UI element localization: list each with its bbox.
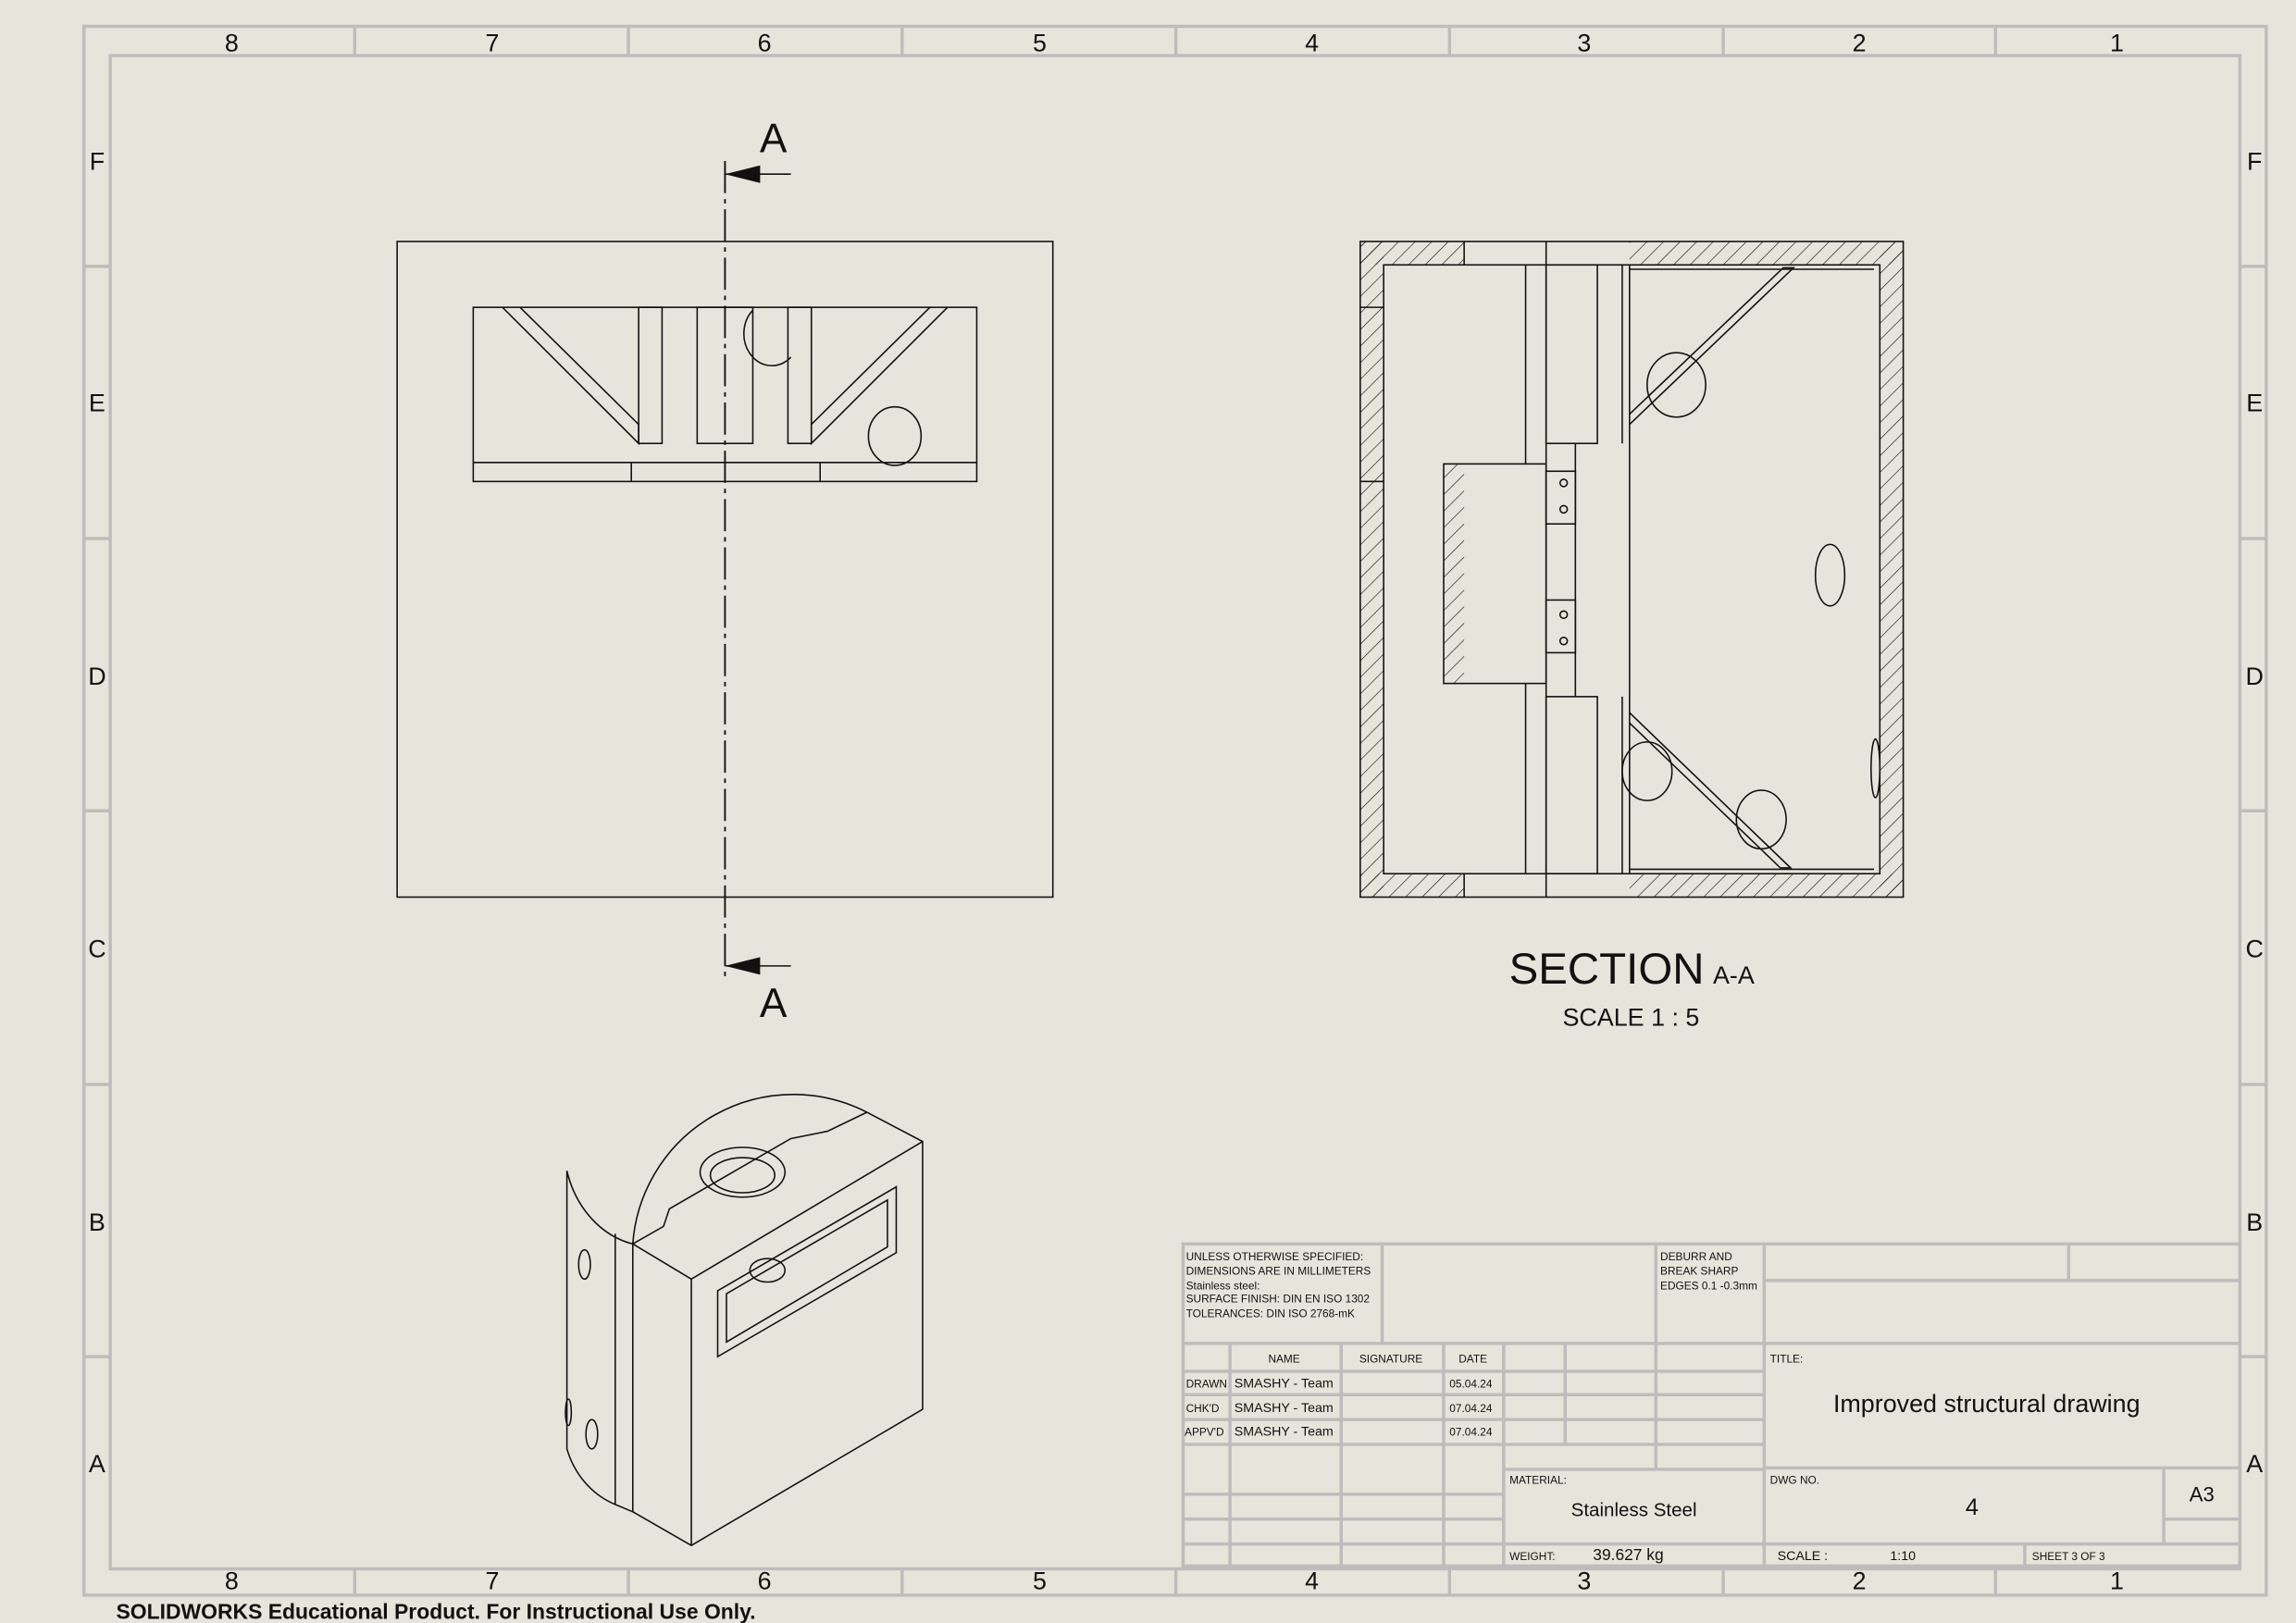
zone-row-right: A (2246, 1450, 2263, 1478)
scale-label: SCALE : (1778, 1549, 1829, 1564)
zone-col-bottom: 6 (758, 1567, 772, 1595)
zone-col-bottom: 1 (2110, 1567, 2124, 1595)
zone-row-right: E (2246, 389, 2263, 416)
approved-role: APPV'D (1185, 1426, 1223, 1439)
educational-watermark: SOLIDWORKS Educational Product. For Inst… (116, 1599, 755, 1623)
zone-row-right: D (2245, 663, 2263, 690)
zone-col-bottom: 7 (485, 1567, 499, 1595)
title-block: UNLESS OTHERWISE SPECIFIED: DIMENSIONS A… (1181, 1242, 2242, 1568)
zone-row-left: A (89, 1450, 105, 1478)
sheet-size: A3 (2190, 1483, 2215, 1506)
section-title: SECTION (1509, 945, 1705, 994)
material-label: MATERIAL: (1509, 1474, 1567, 1487)
checked-date: 07.04.24 (1449, 1402, 1493, 1415)
notes-line: Stainless steel: (1186, 1279, 1260, 1292)
zone-col-top: 4 (1305, 29, 1319, 56)
zone-col-bottom: 4 (1305, 1567, 1319, 1595)
notes-line: SURFACE FINISH: DIN EN ISO 1302 (1186, 1293, 1370, 1306)
front-view[interactable]: A A (396, 116, 1054, 1026)
section-id: A-A (1713, 961, 1755, 989)
title-label: TITLE: (1770, 1352, 1804, 1365)
isometric-view[interactable] (565, 1094, 924, 1547)
checked-name: SMASHY - Team (1235, 1401, 1334, 1416)
zone-col-top: 8 (225, 29, 239, 56)
header-name: NAME (1268, 1352, 1299, 1365)
zone-row-left: E (89, 389, 105, 416)
section-arrow-bottom (725, 957, 791, 975)
drawing-title: Improved structural drawing (1833, 1390, 2141, 1418)
header-signature: SIGNATURE (1359, 1352, 1422, 1365)
zone-col-top: 2 (1853, 29, 1867, 56)
zone-col-top: 6 (758, 29, 772, 56)
section-arrow-top (725, 165, 791, 183)
dwg-no-label: DWG NO. (1770, 1474, 1819, 1487)
zone-row-left: F (90, 147, 105, 175)
material-value: Stainless Steel (1571, 1500, 1697, 1521)
deburr-line: BREAK SHARP (1660, 1265, 1738, 1278)
deburr-line: EDGES 0.1 -0.3mm (1660, 1279, 1757, 1292)
zone-col-top: 7 (485, 29, 499, 56)
zone-row-right: C (2245, 935, 2263, 962)
notes-line: DIMENSIONS ARE IN MILLIMETERS (1186, 1265, 1371, 1278)
zone-row-left: C (88, 935, 105, 962)
zone-col-bottom: 5 (1033, 1567, 1047, 1595)
section-view[interactable]: SECTION A-A SCALE 1 : 5 (1359, 241, 1905, 1032)
zone-row-right: F (2247, 147, 2262, 175)
weight-label: WEIGHT: (1509, 1550, 1555, 1563)
section-marker-top: A (760, 116, 788, 161)
zone-col-bottom: 3 (1577, 1567, 1591, 1595)
approved-name: SMASHY - Team (1235, 1425, 1334, 1440)
approved-date: 07.04.24 (1449, 1426, 1493, 1439)
dwg-no-value: 4 (1966, 1494, 1979, 1520)
zone-col-bottom: 2 (1853, 1567, 1867, 1595)
deburr-line: DEBURR AND (1660, 1250, 1732, 1263)
section-marker-bottom: A (760, 981, 788, 1026)
notes-line: UNLESS OTHERWISE SPECIFIED: (1186, 1250, 1364, 1263)
zone-col-top: 3 (1577, 29, 1591, 56)
scale-value: 1:10 (1890, 1549, 1916, 1564)
zone-col-top: 1 (2110, 29, 2124, 56)
header-date: DATE (1458, 1352, 1487, 1365)
section-scale: SCALE 1 : 5 (1562, 1004, 1699, 1032)
drawn-date: 05.04.24 (1449, 1377, 1493, 1390)
zone-labels: 8 7 6 5 4 3 2 1 8 7 6 5 4 3 2 1 F E D C … (88, 29, 2264, 1594)
zone-col-bottom: 8 (225, 1567, 239, 1595)
sheet-number: SHEET 3 OF 3 (2032, 1550, 2105, 1563)
checked-role: CHK'D (1186, 1402, 1220, 1415)
sheet-border (81, 24, 2268, 1597)
drawn-role: DRAWN (1186, 1377, 1227, 1390)
notes-line: TOLERANCES: DIN ISO 2768-mK (1186, 1307, 1355, 1319)
drawn-name: SMASHY - Team (1235, 1376, 1334, 1391)
weight-value: 39.627 kg (1593, 1545, 1663, 1564)
zone-row-right: B (2246, 1208, 2263, 1236)
zone-col-top: 5 (1033, 29, 1047, 56)
zone-row-left: B (89, 1208, 105, 1236)
zone-row-left: D (88, 663, 105, 690)
